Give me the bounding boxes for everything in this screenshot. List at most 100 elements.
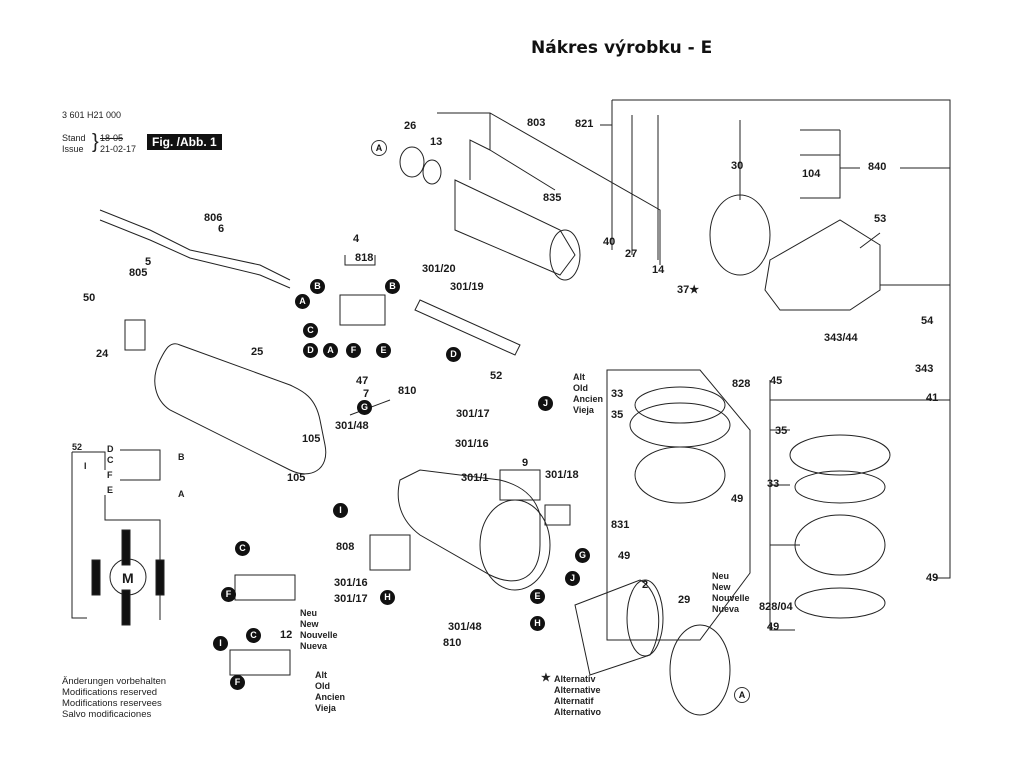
wiring-label-b: B [178, 452, 185, 462]
part-label-26: 26 [404, 120, 417, 132]
connector-c: C [303, 323, 318, 338]
connector-e: E [376, 343, 391, 358]
part-label-301-17: 301/17 [456, 408, 490, 420]
part-label-49: 49 [731, 493, 744, 505]
connector-i: I [333, 503, 348, 518]
part-label-301-19: 301/19 [450, 281, 484, 293]
part-label-301-18: 301/18 [545, 469, 579, 481]
wiring-label-52: 52 [72, 442, 83, 452]
part-label-301-1: 301/1 [461, 472, 489, 484]
part-label-54: 54 [921, 315, 934, 327]
part-number: 3 601 H21 000 [62, 110, 122, 120]
connector-a: A [734, 687, 750, 703]
old-version-label: Alt Old Ancien Vieja [573, 372, 604, 415]
leader-line [612, 99, 951, 579]
connector-d: D [446, 347, 461, 362]
part-label-301-16: 301/16 [334, 577, 368, 589]
connector-j: J [538, 396, 553, 411]
issue-label: Issue [62, 144, 84, 154]
part-label-803: 803 [527, 117, 546, 129]
part-label-808: 808 [336, 541, 355, 553]
part-label-35: 35 [611, 409, 624, 421]
part-label-14: 14 [652, 264, 665, 276]
part-label-104: 104 [802, 168, 821, 180]
part-label-301-48: 301/48 [335, 420, 369, 432]
part-label-810: 810 [398, 385, 417, 397]
part-label-810: 810 [443, 637, 462, 649]
part-label-52: 52 [490, 370, 503, 382]
star-icon: ★ [541, 672, 551, 684]
wiring-label-e: E [107, 485, 114, 495]
part-label-6: 6 [218, 223, 225, 235]
connector-f: F [346, 343, 361, 358]
part-label-9: 9 [522, 457, 529, 469]
part-label-5: 5 [145, 256, 152, 268]
part-label-828: 828 [732, 378, 751, 390]
part-label-806: 806 [204, 212, 223, 224]
part-label-818: 818 [355, 252, 374, 264]
part-label-41: 41 [926, 392, 939, 404]
part-label-4: 4 [353, 233, 360, 245]
part-label-37-alternative: 37★ [677, 284, 700, 296]
part-label-343: 343 [915, 363, 934, 375]
page-title: Nákres výrobku - E [531, 38, 713, 58]
wiring-label-i: I [84, 461, 87, 471]
connector-f: F [230, 675, 245, 690]
part-label-27: 27 [625, 248, 638, 260]
part-label-301-16: 301/16 [455, 438, 489, 450]
connector-b: B [310, 279, 325, 294]
connector-g: G [575, 548, 590, 563]
old-version-label: Alt Old Ancien Vieja [315, 670, 346, 713]
part-label-105: 105 [287, 472, 306, 484]
part-label-805: 805 [129, 267, 148, 279]
connector-c: C [246, 628, 261, 643]
new-version-label: Neu New Nouvelle Nueva [712, 571, 750, 614]
part-label-12: 12 [280, 629, 293, 641]
issue-value: 21-02-17 [100, 144, 137, 154]
new-version-label: Neu New Nouvelle Nueva [300, 608, 338, 651]
figure-badge: Fig. /Abb. 1 [147, 134, 222, 150]
part-label-35: 35 [775, 425, 788, 437]
part-label-13: 13 [430, 136, 443, 148]
part-label-49: 49 [767, 621, 780, 633]
part-label-49: 49 [926, 572, 939, 584]
part-label-33: 33 [611, 388, 624, 400]
part-label-821: 821 [575, 118, 594, 130]
part-label-343-44: 343/44 [824, 332, 858, 344]
connector-i: I [213, 636, 228, 651]
connector-c: C [235, 541, 250, 556]
brace: } [92, 131, 99, 153]
part-label-2: 2 [642, 579, 649, 591]
connector-a: A [371, 140, 387, 156]
connector-a: A [323, 343, 338, 358]
part-label-47: 47 [356, 375, 369, 387]
connector-f: F [221, 587, 236, 602]
part-label-40: 40 [603, 236, 616, 248]
part-label-24: 24 [96, 348, 109, 360]
wiring-label-d: D [107, 444, 114, 454]
part-label-831: 831 [611, 519, 630, 531]
connector-e: E [530, 589, 545, 604]
part-label-301-48: 301/48 [448, 621, 482, 633]
part-label-840: 840 [868, 161, 887, 173]
connector-d: D [303, 343, 318, 358]
connector-a: A [295, 294, 310, 309]
wiring-label-a: A [178, 489, 185, 499]
part-label-105: 105 [302, 433, 321, 445]
wiring-label-c: C [107, 455, 114, 465]
connector-h: H [380, 590, 395, 605]
stand-label: Stand [62, 133, 86, 143]
connector-h: H [530, 616, 545, 631]
part-label-828-04: 828/04 [759, 601, 793, 613]
motor-symbol: M [122, 570, 134, 586]
part-label-7: 7 [363, 388, 370, 400]
stand-value: 18-05 [100, 133, 124, 143]
connector-b: B [385, 279, 400, 294]
part-label-25: 25 [251, 346, 264, 358]
part-label-45: 45 [770, 375, 783, 387]
part-label-49: 49 [618, 550, 631, 562]
wiring-label-f: F [107, 470, 113, 480]
modifications-note: Änderungen vorbehalten Modifications res… [62, 676, 167, 720]
part-label-29: 29 [678, 594, 691, 606]
